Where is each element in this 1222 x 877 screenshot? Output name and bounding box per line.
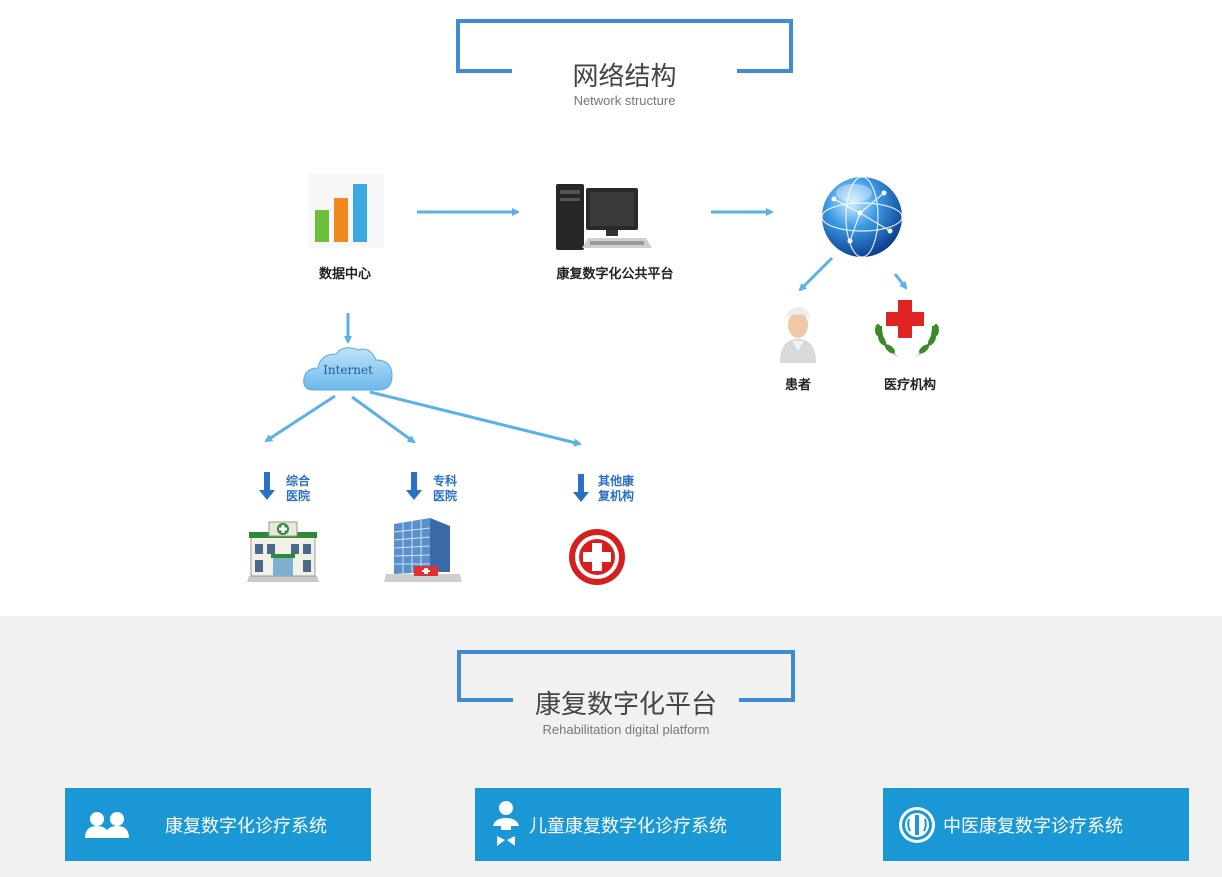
cloud-icon [303,347,393,391]
patient-icon [780,307,816,363]
child-icon [493,800,519,846]
down-arrow-other [573,474,589,502]
computer-icon [556,184,652,250]
internet-cloud: Internet [300,340,396,396]
arrow-internet-to-other [369,390,582,447]
platform-frame-leg-left [457,698,513,702]
specialty-hospital-icon [384,518,462,582]
arrow-globe-to-institution [893,273,908,290]
platform-subtitle: Rehabilitation digital platform [542,722,710,737]
platform-title: 康复数字化平台 [534,690,717,720]
network-subtitle: Network structure [573,93,676,108]
red-cross-icon [569,529,625,585]
platform-label: 康复数字化公共平台 [556,267,674,282]
patient-label: 患者 [784,378,811,393]
platform-frame-leg-right [739,698,795,702]
rehab-diagnosis-system-button[interactable]: 康复数字化诊疗系统 [65,788,371,861]
child-rehab-system-button[interactable]: 儿童康复数字化诊疗系统 [475,788,781,861]
branch-specialty-hospital: 专科 医院 [433,474,458,503]
institution-label: 医疗机构 [883,378,936,393]
network-title: 网络结构 [572,62,677,92]
arrow-internet-to-general [264,394,336,443]
tcm-emblem-icon [899,806,935,843]
header-frame-leg-right [737,69,793,73]
bar-chart-icon [308,174,384,248]
arrow-internet-to-specialty [351,395,416,444]
general-hospital-icon [247,521,319,582]
button-label: 中医康复数字诊疗系统 [943,815,1123,837]
header-frame-leg-left [456,69,512,73]
internet-label: Internet [323,363,373,377]
down-arrow-specialty [406,472,422,500]
button-label: 儿童康复数字化诊疗系统 [529,815,727,837]
branch-other-institution: 其他康 复机构 [598,474,635,503]
data-center-label: 数据中心 [318,267,371,282]
diagram-arrows [259,208,908,502]
branch-general-hospital: 综合 医院 [286,474,311,503]
platform-header-frame [457,650,795,702]
header-frame [456,19,793,73]
tcm-rehab-system-button[interactable]: 中医康复数字诊疗系统 [883,788,1189,861]
globe-icon [821,176,903,258]
button-label: 康复数字化诊疗系统 [165,815,327,837]
medical-cross-wreath-icon [875,300,939,358]
users-icon [85,811,129,838]
down-arrow-general [259,472,275,500]
arrow-globe-to-patient [798,256,834,292]
